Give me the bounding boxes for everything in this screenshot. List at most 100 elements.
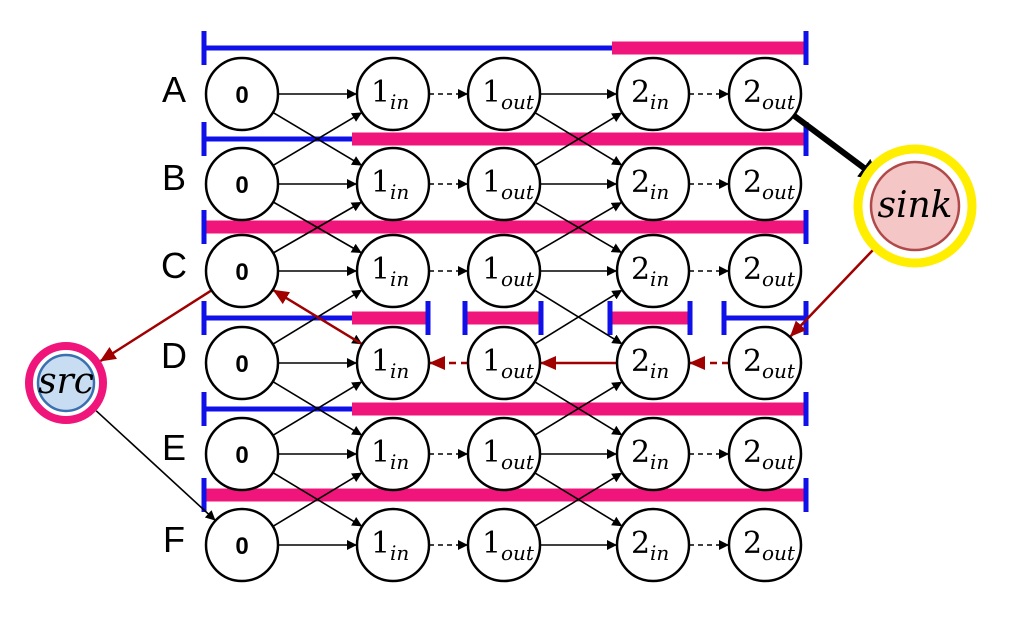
node-label: 0 (235, 172, 248, 199)
node-subscript: in (650, 90, 669, 114)
node: 0 (204, 56, 280, 132)
sink-label: sink (878, 185, 953, 226)
node-circle (615, 146, 691, 222)
node-circle (204, 416, 280, 492)
node-label: 1 (482, 526, 501, 561)
node-subscript: out (762, 450, 796, 474)
node-subscript: in (390, 359, 409, 383)
node-circle (727, 325, 803, 401)
node-circle (615, 325, 691, 401)
node-subscript: out (501, 359, 535, 383)
edge-arrow (272, 112, 363, 167)
node-subscript: in (650, 359, 669, 383)
sink-node (869, 160, 961, 252)
node-label: 2 (743, 75, 762, 110)
node-subscript: out (501, 180, 535, 204)
node-circle (355, 146, 431, 222)
node-label: 0 (235, 259, 248, 286)
node-subscript: out (762, 180, 796, 204)
node-circle (466, 146, 542, 222)
edge-layer (95, 89, 890, 550)
edge-arrow (272, 201, 362, 254)
node: 0 (204, 416, 280, 492)
node-label: 1 (371, 165, 390, 200)
node-circle (615, 56, 691, 132)
edge-arrow (534, 289, 623, 345)
node-circle (615, 507, 691, 583)
node-circle (727, 56, 803, 132)
node-label: 2 (743, 252, 762, 287)
node-subscript: out (501, 541, 535, 565)
node-label: 0 (235, 442, 248, 469)
node-label: 1 (371, 344, 390, 379)
node-subscript: out (762, 90, 796, 114)
node-label: 0 (235, 533, 248, 560)
node-label: 2 (631, 165, 650, 200)
node-circle (615, 416, 691, 492)
edge-arrow (534, 112, 623, 167)
edge-arrow (272, 381, 363, 437)
row-label-b: B (162, 157, 186, 198)
node-label: 1 (371, 252, 390, 287)
edge-arrow (272, 472, 363, 528)
node-circle (615, 233, 691, 309)
node-subscript: out (501, 450, 535, 474)
node-label: 2 (631, 435, 650, 470)
edge-arrow (95, 410, 216, 521)
node-circle (204, 325, 280, 401)
node-label: 1 (482, 435, 501, 470)
node-subscript: in (390, 541, 409, 565)
node-circle (204, 146, 280, 222)
node-circle (355, 325, 431, 401)
node-circle (466, 416, 542, 492)
node-subscript: in (390, 450, 409, 474)
node-label: 1 (482, 344, 501, 379)
node-circle (466, 325, 542, 401)
path-arrow (99, 289, 213, 363)
node-circle (727, 507, 803, 583)
node-label: 2 (631, 526, 650, 561)
node-label: 2 (743, 526, 762, 561)
src-label: src (38, 361, 94, 402)
node-label: 2 (743, 344, 762, 379)
node-label: 0 (235, 351, 248, 378)
node-label: 2 (743, 165, 762, 200)
node-label: 0 (235, 82, 248, 109)
node: 0 (204, 233, 280, 309)
path-arrow (789, 232, 890, 338)
node-circle (466, 233, 542, 309)
node: 0 (204, 325, 280, 401)
node-circle (204, 507, 280, 583)
node-circle (204, 233, 280, 309)
node-circle (727, 233, 803, 309)
node-circle (355, 507, 431, 583)
node-subscript: in (650, 450, 669, 474)
node-subscript: in (650, 180, 669, 204)
node-label: 1 (482, 75, 501, 110)
node-subscript: out (762, 359, 796, 383)
node-subscript: out (501, 90, 535, 114)
node-subscript: out (762, 267, 796, 291)
node-label: 1 (371, 75, 390, 110)
node-circle (466, 56, 542, 132)
node-circle (466, 507, 542, 583)
